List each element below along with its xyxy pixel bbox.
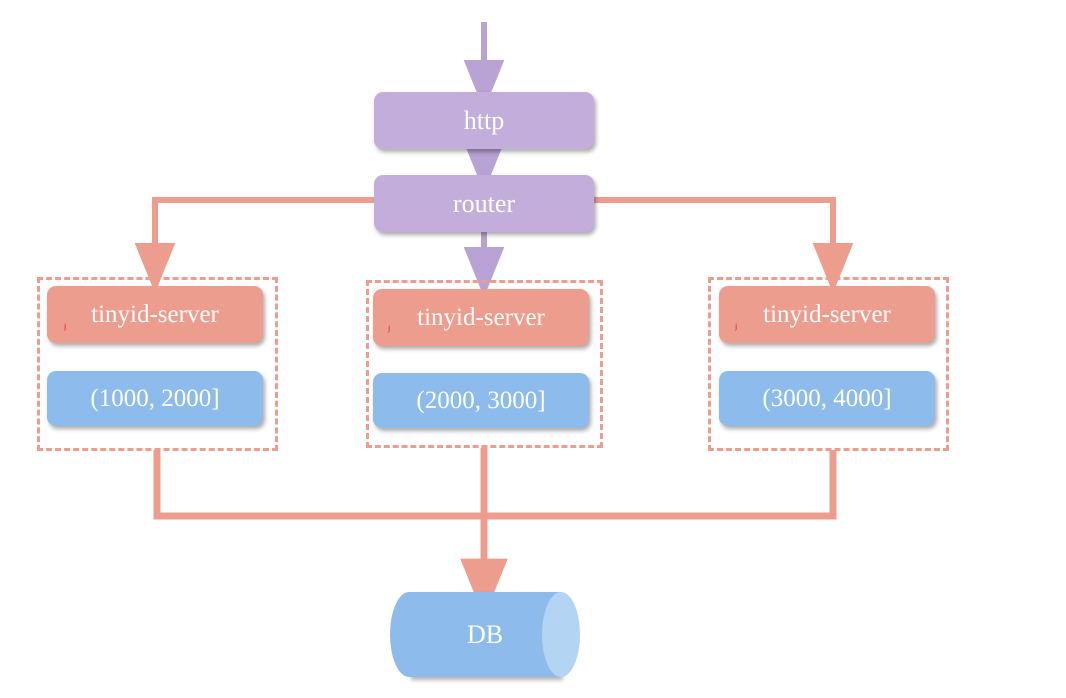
group-left-server[interactable]: tinyid-server [47,286,263,343]
group-right-server-label: tinyid-server [763,301,891,328]
node-router[interactable]: router [374,175,594,232]
node-db[interactable]: DB [390,592,580,677]
group-right[interactable] [708,277,949,451]
group-left[interactable] [37,277,278,451]
group-middle[interactable] [366,280,603,448]
group-left-server-label: tinyid-server [91,301,219,328]
db-cylinder-left-cap [390,592,428,677]
group-left-server-tick-icon: ⱼ [64,317,67,332]
edge-group-right-to-db [484,450,837,520]
node-db-label: DB [466,619,504,649]
group-right-segment-label: (3000, 4000] [762,385,892,412]
node-http-label: http [463,105,505,135]
group-right-server-tick-icon: ⱼ [735,317,738,332]
db-cylinder-body [409,592,561,677]
edge-router-to-group-left [134,197,374,294]
group-left-segment-label: (1000, 2000] [90,385,220,412]
edge-group-left-to-db [153,450,484,520]
node-http[interactable]: http [374,92,594,149]
edge-router-to-group-right [594,197,854,294]
group-middle-segment[interactable]: (2000, 3000] [373,373,589,428]
group-right-segment[interactable]: (3000, 4000] [719,371,935,426]
group-middle-server-tick-icon: ⱼ [388,319,391,334]
db-cylinder-right-cap [542,592,580,677]
group-left-segment[interactable]: (1000, 2000] [47,371,263,426]
group-middle-server-label: tinyid-server [417,304,545,331]
node-router-label: router [452,188,516,218]
group-middle-server[interactable]: tinyid-server [373,289,589,346]
group-middle-segment-label: (2000, 3000] [416,387,546,414]
group-right-server[interactable]: tinyid-server [719,286,935,343]
